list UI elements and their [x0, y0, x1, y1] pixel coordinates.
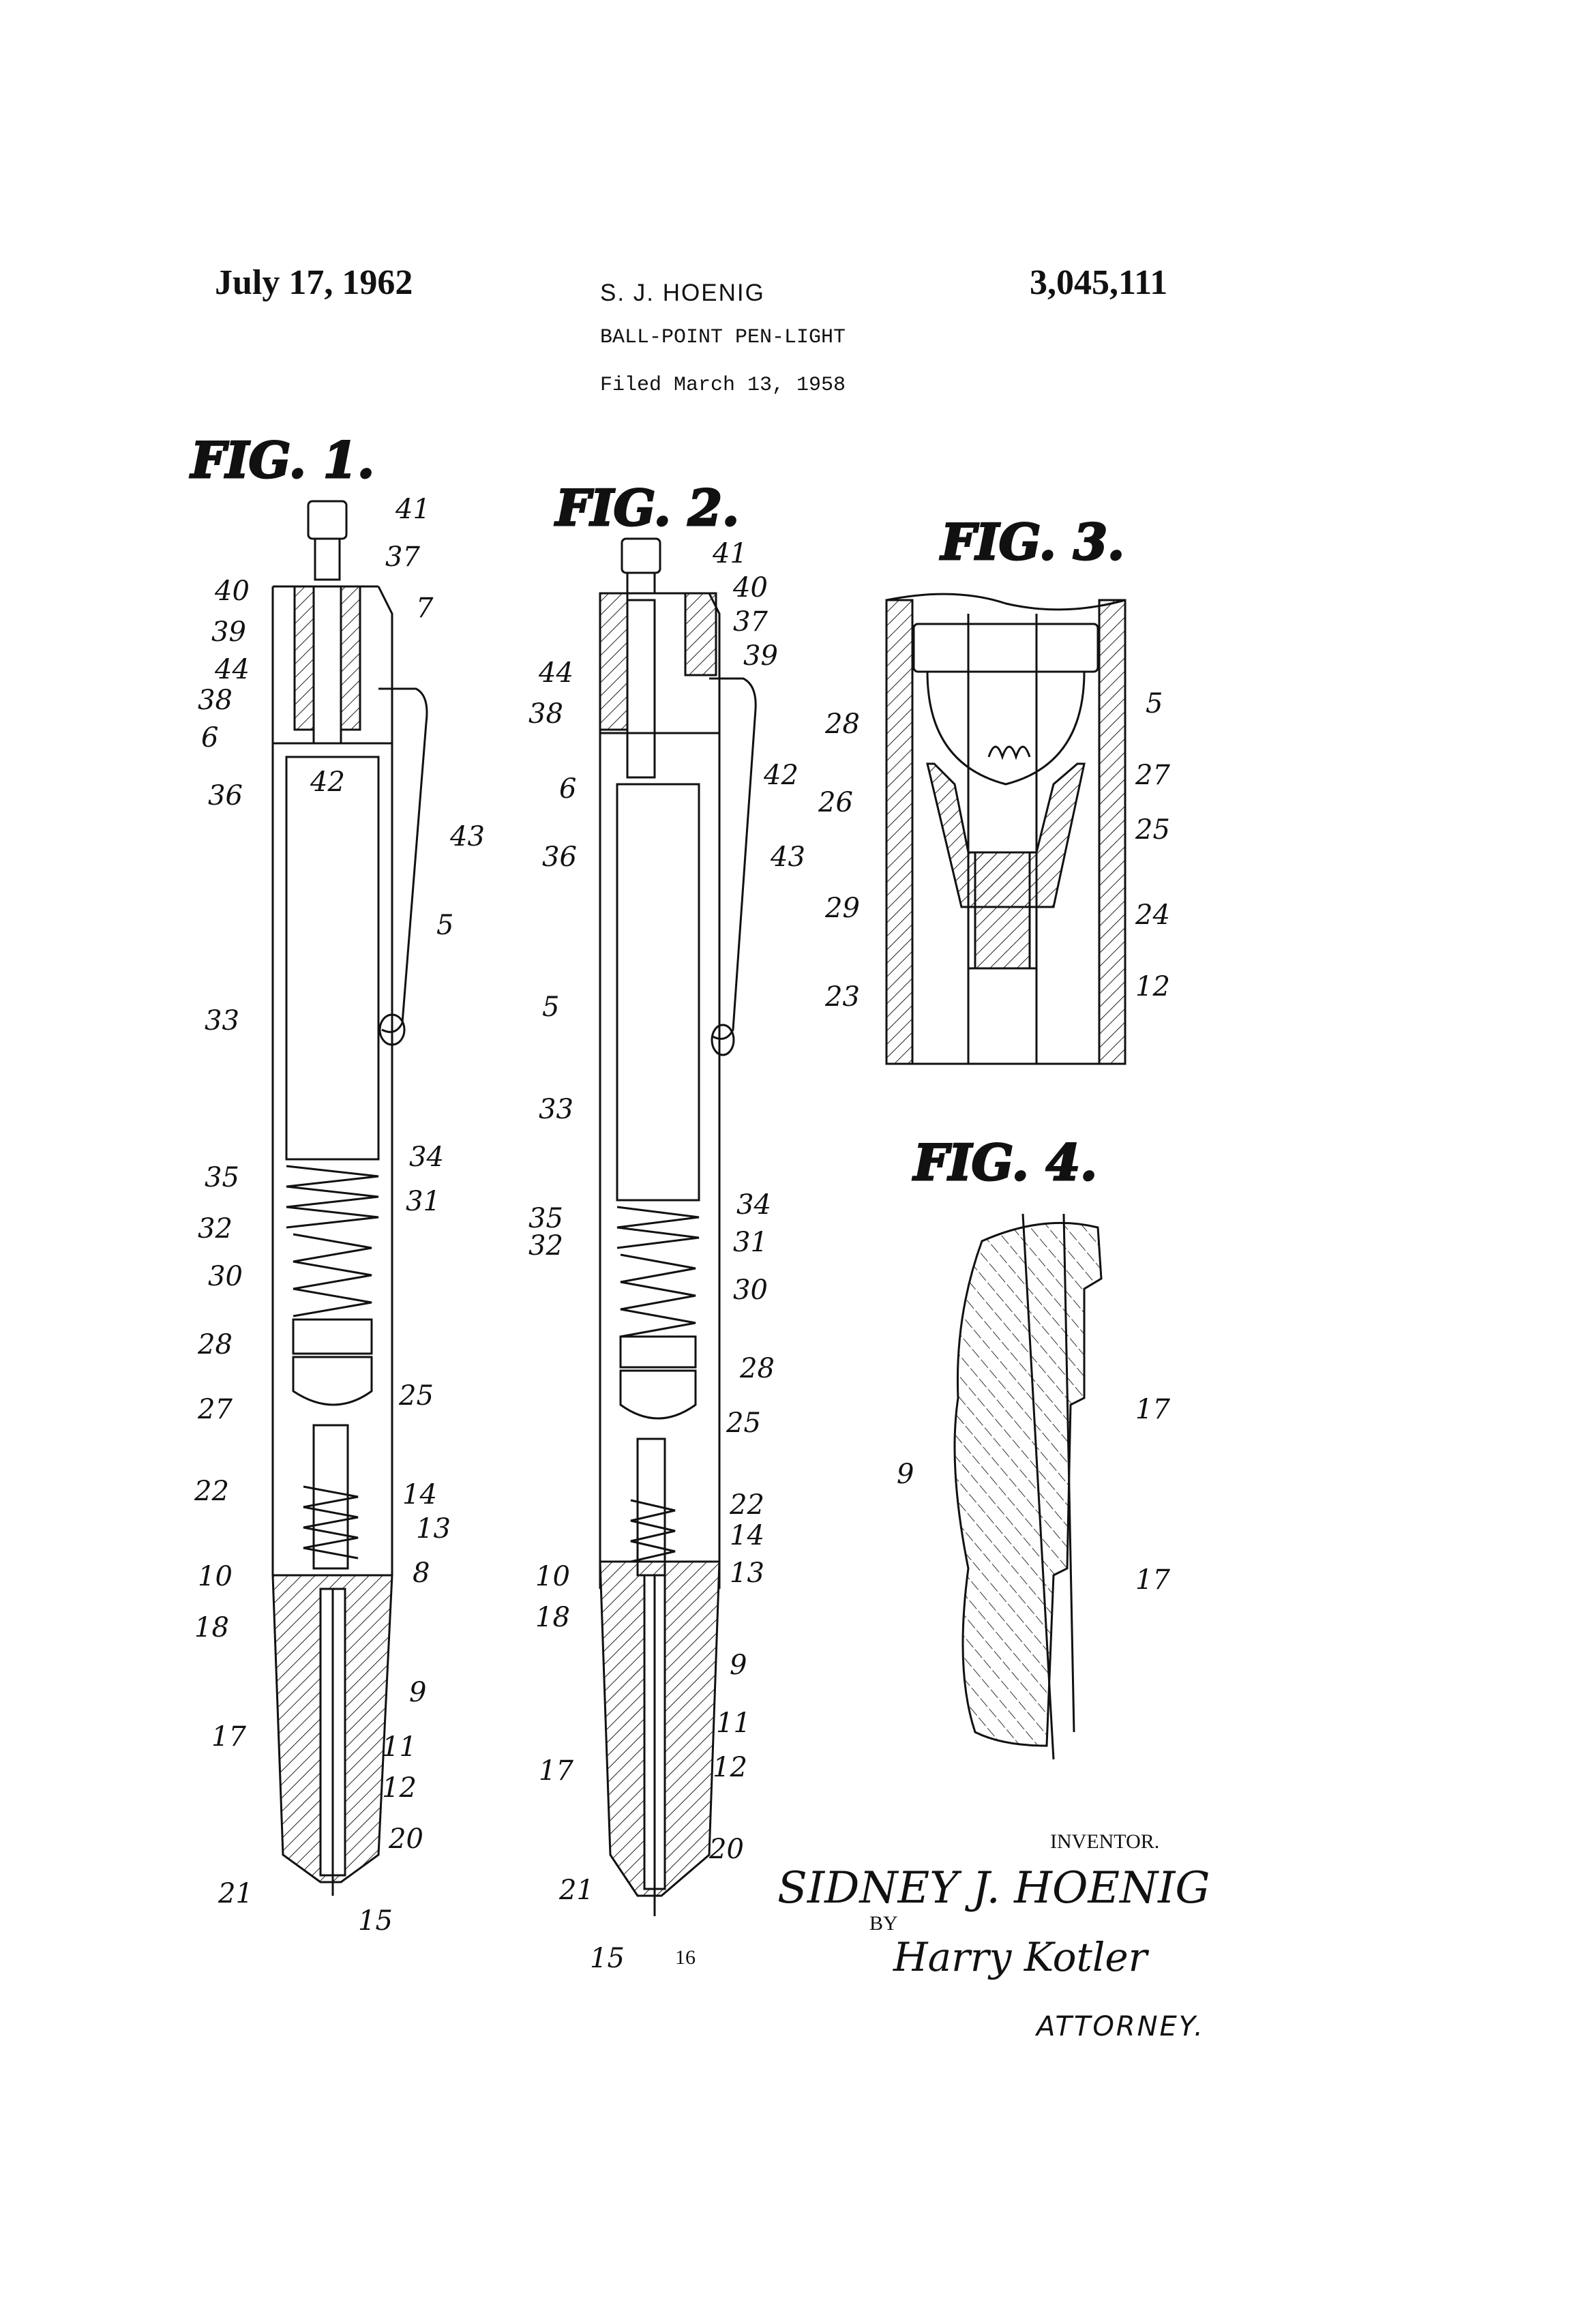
- fig3-title: FIG. 3.: [940, 513, 1124, 571]
- reference-numeral: 6: [201, 722, 218, 754]
- reference-numeral: 5: [542, 992, 559, 1023]
- reference-numeral: 18: [194, 1612, 229, 1643]
- reference-numeral: 20: [388, 1823, 423, 1855]
- signature-block: INVENTOR. SIDNEY J. HOENIG BY Harry Kotl…: [777, 1830, 1210, 2042]
- reference-numeral: 22: [194, 1476, 229, 1507]
- reference-numeral: 39: [211, 616, 246, 648]
- reference-numeral: 30: [208, 1261, 243, 1292]
- reference-numeral: 43: [770, 841, 805, 873]
- reference-numeral: 14: [730, 1520, 764, 1551]
- reference-numeral: 22: [729, 1489, 764, 1521]
- reference-numeral: 25: [726, 1407, 761, 1439]
- reference-numeral: 24: [1135, 899, 1170, 931]
- reference-numeral: 33: [205, 1005, 239, 1037]
- reference-numeral: 5: [436, 910, 453, 941]
- reference-numeral: 42: [310, 766, 345, 798]
- reference-numeral: 10: [535, 1561, 570, 1592]
- reference-numeral: 42: [763, 760, 799, 791]
- reference-numeral: 31: [406, 1186, 441, 1217]
- reference-numeral: 14: [402, 1479, 437, 1510]
- reference-numeral: 34: [736, 1189, 771, 1221]
- reference-numeral: 25: [1135, 814, 1170, 846]
- reference-numeral: 12: [382, 1772, 417, 1804]
- reference-numeral: 37: [385, 541, 420, 573]
- figure-3: FIG. 3.: [886, 513, 1125, 1064]
- reference-numeral: 17: [1135, 1564, 1170, 1596]
- reference-numeral: 43: [449, 821, 485, 852]
- reference-numeral: 16: [675, 1946, 696, 1969]
- reference-numeral: 23: [824, 981, 860, 1013]
- reference-numeral: 30: [733, 1275, 768, 1306]
- fig1-title: FIG. 1.: [190, 431, 374, 489]
- reference-numeral: 21: [218, 1878, 253, 1909]
- reference-numeral: 7: [416, 593, 434, 624]
- reference-numeral: 29: [824, 893, 860, 924]
- reference-numeral: 20: [708, 1834, 744, 1865]
- reference-numeral: 13: [730, 1558, 764, 1589]
- reference-numeral: 40: [214, 576, 250, 607]
- reference-numeral: 36: [208, 780, 243, 811]
- figure-2: FIG. 2.: [554, 479, 756, 1916]
- reference-numeral: 8: [413, 1558, 430, 1589]
- reference-numeral: 28: [824, 709, 860, 740]
- reference-numeral: 18: [535, 1602, 570, 1633]
- reference-numeral: 21: [558, 1875, 594, 1906]
- reference-numeral: 40: [732, 572, 768, 604]
- attorney-label: ATTORNEY.: [1034, 2011, 1205, 2042]
- reference-numeral: 26: [818, 787, 853, 818]
- reference-numeral: 33: [539, 1094, 573, 1125]
- reference-numeral: 31: [733, 1227, 768, 1258]
- fig4-title: FIG. 4.: [912, 1133, 1097, 1191]
- reference-numeral: 9: [897, 1459, 914, 1490]
- reference-numeral: 11: [716, 1708, 751, 1739]
- reference-numeral: 28: [739, 1353, 775, 1384]
- reference-numeral: 10: [198, 1561, 233, 1592]
- reference-numeral: 25: [398, 1380, 434, 1412]
- reference-numeral: 9: [409, 1677, 426, 1708]
- fig2-title: FIG. 2.: [554, 479, 739, 537]
- reference-numeral: 44: [214, 654, 250, 685]
- reference-numeral: 27: [197, 1394, 233, 1425]
- reference-numeral: 12: [1135, 971, 1170, 1002]
- reference-numeral: 17: [1135, 1394, 1170, 1425]
- reference-numeral: 15: [590, 1943, 625, 1974]
- reference-numeral: 28: [197, 1329, 233, 1360]
- reference-numeral: 9: [730, 1650, 747, 1681]
- reference-numeral: 41: [395, 494, 430, 525]
- reference-numeral: 27: [1135, 760, 1170, 791]
- reference-numeral: 6: [559, 773, 576, 805]
- reference-numeral: 17: [539, 1755, 573, 1787]
- reference-numeral: 39: [743, 640, 778, 672]
- reference-numeral: 41: [712, 538, 747, 569]
- reference-numeral: 32: [198, 1213, 233, 1245]
- reference-numeral: 32: [528, 1230, 563, 1262]
- reference-numeral: 38: [198, 685, 233, 716]
- reference-numeral: 36: [542, 841, 577, 873]
- reference-numeral: 17: [211, 1721, 246, 1753]
- reference-numeral: 35: [205, 1162, 239, 1193]
- reference-numeral: 44: [538, 657, 573, 689]
- reference-numeral: 11: [382, 1731, 417, 1763]
- inventor-label: INVENTOR.: [1050, 1830, 1159, 1853]
- attorney-signature: Harry Kotler: [893, 1934, 1150, 1980]
- reference-numeral: 12: [713, 1752, 747, 1783]
- reference-numeral: 15: [358, 1905, 393, 1937]
- reference-numeral: 34: [409, 1142, 444, 1173]
- reference-numeral: 5: [1146, 688, 1163, 719]
- inventor-signature: SIDNEY J. HOENIG: [777, 1863, 1210, 1913]
- figure-4: FIG. 4.: [912, 1133, 1101, 1759]
- reference-numeral: 38: [528, 698, 563, 730]
- by-label: BY: [869, 1912, 898, 1935]
- reference-numeral: 37: [733, 606, 768, 638]
- reference-numeral: 13: [416, 1513, 451, 1545]
